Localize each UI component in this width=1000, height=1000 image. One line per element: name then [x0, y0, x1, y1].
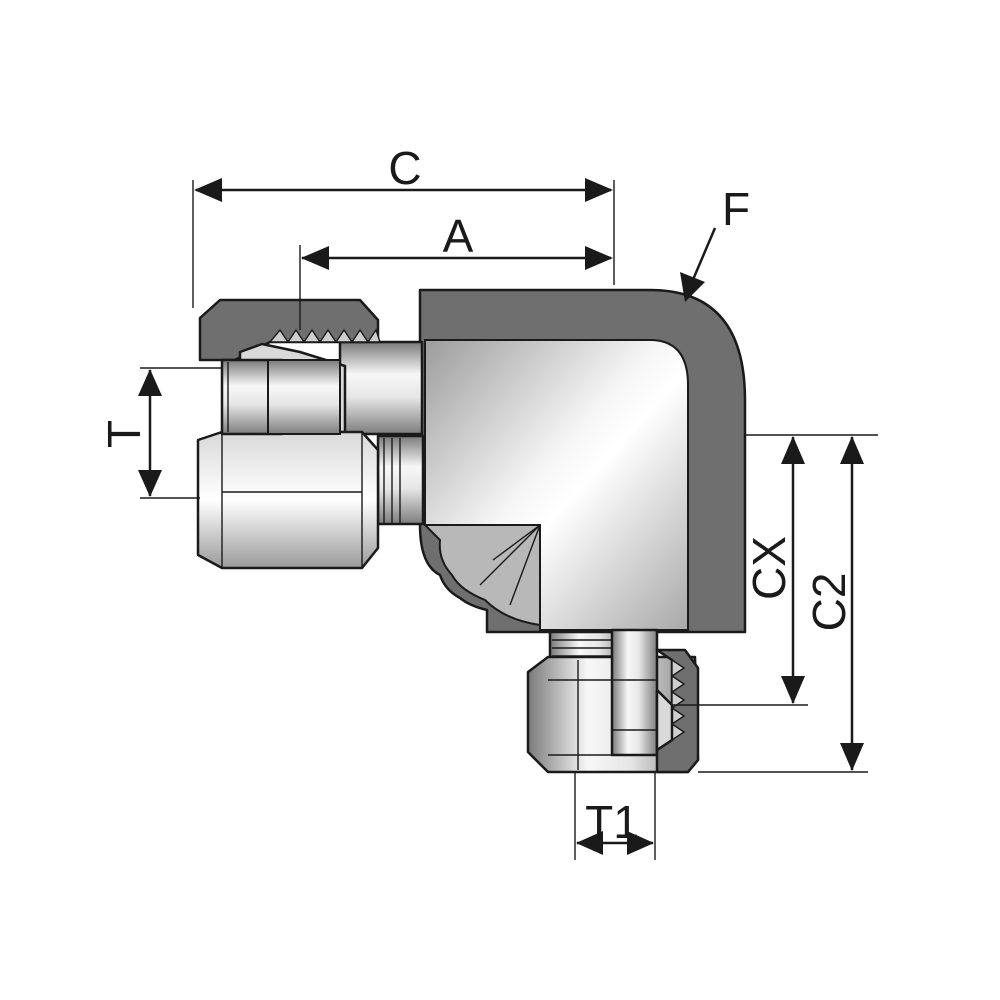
dim-a-arrow-right [585, 246, 613, 270]
left-nut-threads [268, 328, 381, 344]
dim-f-leader [690, 227, 717, 283]
dim-t1-arrow-left [576, 831, 603, 855]
elbow-body [418, 288, 747, 634]
left-tube-inner [267, 359, 341, 435]
left-port-assembly [196, 298, 425, 570]
dim-c2-arrow-top [840, 436, 864, 464]
dim-a-label: A [443, 210, 474, 262]
dimensions: C A F T CX C2 T [98, 142, 878, 860]
dim-f-arrow [680, 272, 705, 302]
dim-t-label: T [98, 420, 150, 448]
dim-cx-label: CX [743, 536, 795, 600]
dim-t1-label: T1 [585, 796, 639, 848]
dim-a-arrow-left [301, 246, 329, 270]
dim-f-label: F [722, 183, 750, 235]
left-tube-stub [338, 340, 424, 436]
dim-t1-arrow-right [627, 831, 654, 855]
dim-cx-arrow-bottom [781, 676, 805, 704]
bottom-nut-threads [670, 658, 686, 742]
dim-c-arrow-right [585, 178, 613, 202]
dim-c-label: C [388, 142, 421, 194]
dim-c2-arrow-bottom [840, 743, 864, 771]
bottom-tube [610, 628, 659, 757]
dim-cx-arrow-top [781, 436, 805, 464]
bottom-port-assembly [526, 628, 700, 774]
dim-c-arrow-left [194, 178, 222, 202]
bottom-ferrule [655, 688, 674, 752]
dim-t-arrow-bottom [138, 470, 162, 497]
dim-c2-label: C2 [803, 573, 855, 632]
dim-t-arrow-top [138, 369, 162, 396]
left-hex-nut [196, 430, 380, 570]
